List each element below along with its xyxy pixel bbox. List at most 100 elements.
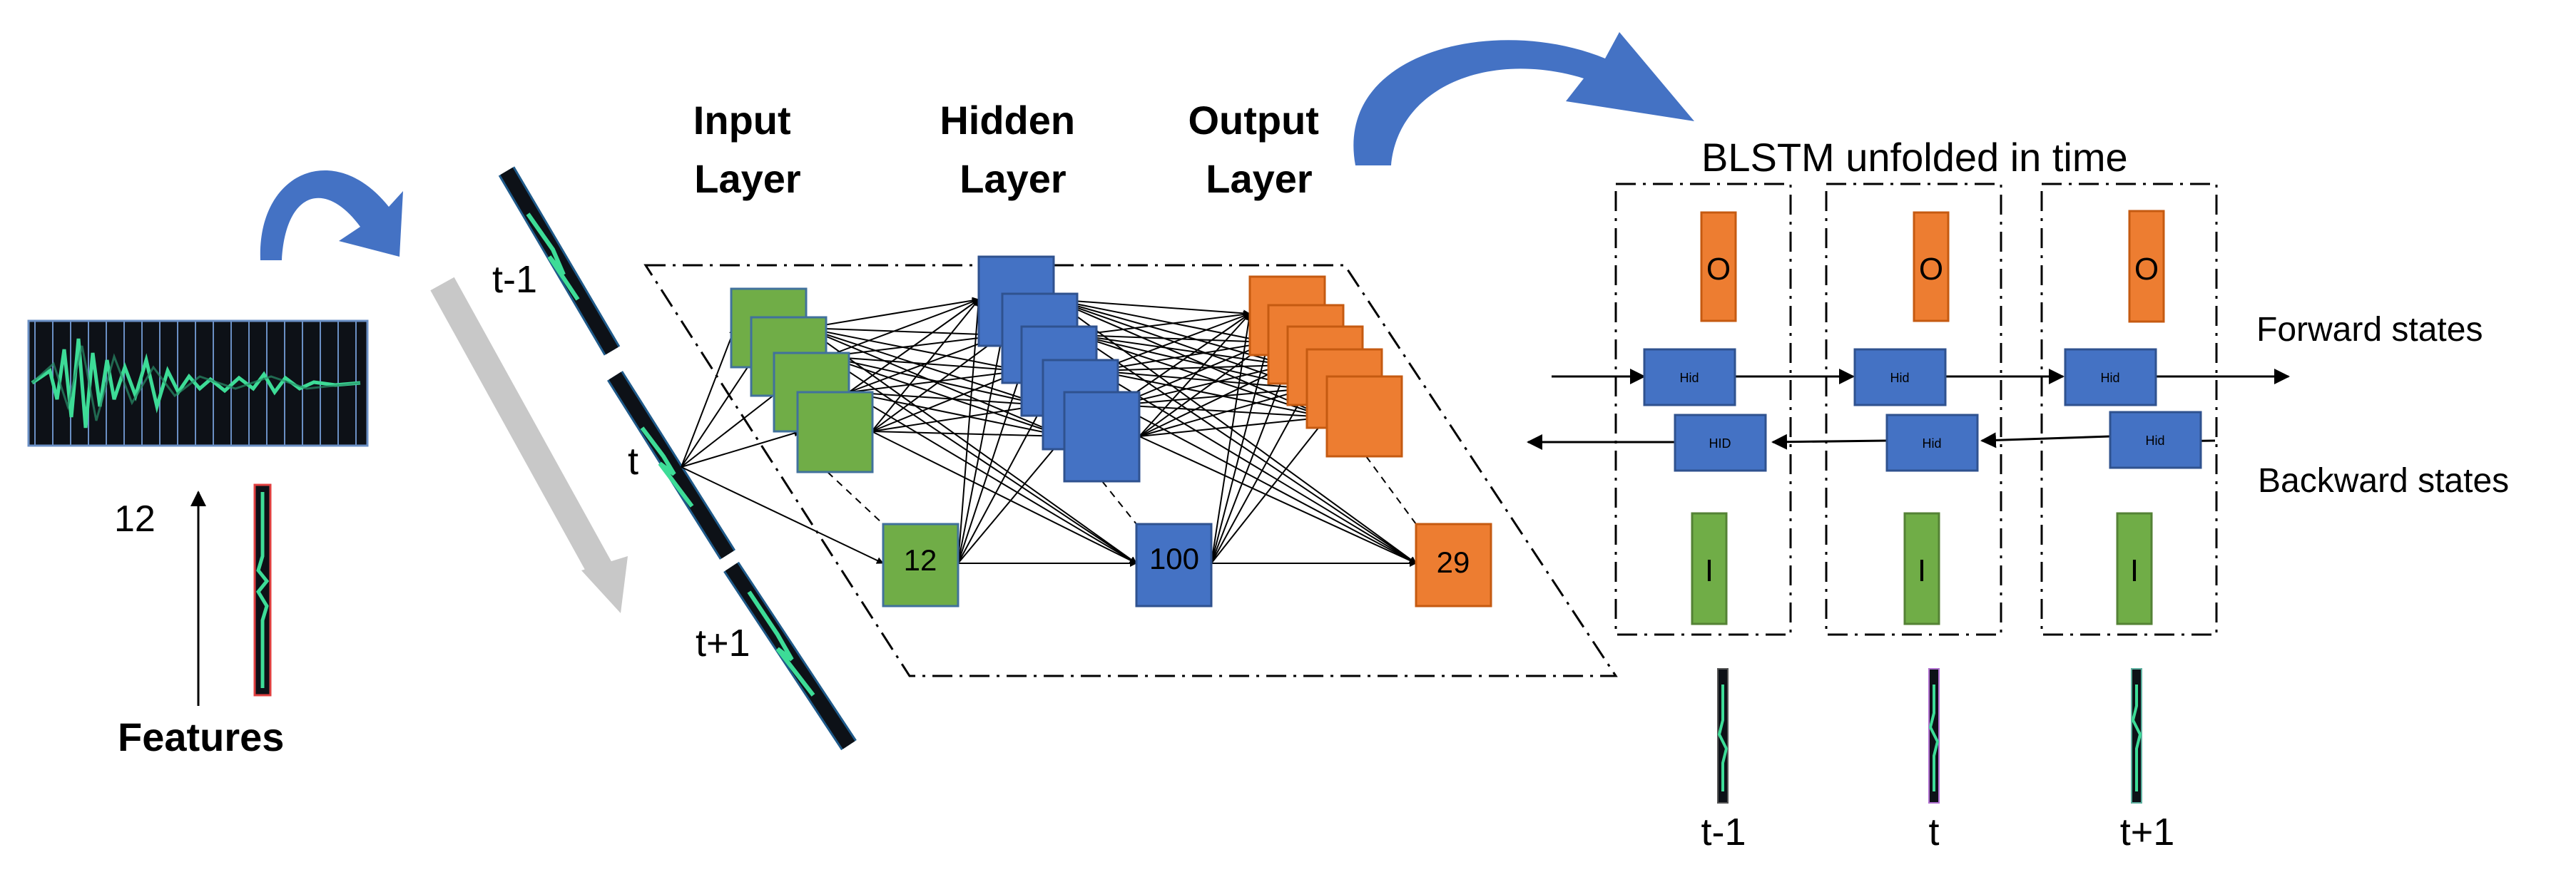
forward-hidden-cell-cur: Hid (1853, 348, 1947, 406)
curved-arrow-icon (260, 170, 403, 260)
blstm-title: BLSTM unfolded in time (1701, 135, 2128, 180)
connection-line (1117, 363, 1288, 406)
frame-strip-cur (606, 371, 736, 560)
connection-line (825, 356, 1137, 564)
connection-line (1139, 364, 1288, 437)
connection-line (1117, 385, 1308, 406)
connection-line (957, 299, 982, 564)
output-cell-next: O (2128, 210, 2165, 323)
network-connections (681, 297, 1417, 567)
svg-text:O: O (1919, 252, 1943, 287)
connection-line (1053, 299, 1288, 367)
frame-strip-prev (498, 166, 621, 356)
guide-line (827, 471, 884, 525)
connection-line (1117, 313, 1251, 406)
feature-dimension-label: 12 (114, 498, 156, 540)
connection-line (825, 298, 979, 357)
connection-line (825, 356, 1044, 407)
connection-line (1076, 334, 1417, 564)
time-label-cur: t (628, 440, 638, 483)
network-frame (643, 264, 1618, 677)
output-cell-cur: O (1913, 211, 1950, 322)
feature-vector-image (253, 483, 272, 697)
output-layer-stack (1248, 275, 1403, 458)
connection-line (1053, 299, 1308, 390)
connection-line (1053, 299, 1328, 419)
input-size-box: 12 (882, 523, 959, 607)
forward-states-label: Forward states (2256, 311, 2483, 349)
connection-line (1139, 313, 1251, 437)
input-cell-cur: I (1903, 512, 1940, 625)
blstm-frame-cur (1928, 668, 1940, 804)
connection-line (1096, 362, 1288, 371)
connection-line (1076, 334, 1288, 368)
connection-line (871, 402, 1044, 432)
time-column-next (2040, 183, 2218, 636)
network-panel: Input Layer Hidden Layer Output Layer (643, 32, 1694, 677)
output-cell-prev: O (1700, 211, 1737, 322)
backward-states-label: Backward states (2258, 462, 2509, 500)
connection-line (871, 431, 1137, 564)
connection-line (871, 299, 979, 432)
connection-line (957, 334, 1005, 564)
connection-line (957, 370, 1023, 564)
input-size-label: 12 (904, 543, 937, 577)
connection-line (957, 404, 1044, 564)
hidden-size-box: 100 (1135, 523, 1213, 607)
connection-line (1139, 342, 1269, 437)
connection-line (681, 466, 884, 564)
blstm-frame-next (2131, 668, 2142, 804)
connection-line (1117, 404, 1417, 564)
backward-hidden-cell-next: Hid (2109, 411, 2202, 469)
connection-line (1211, 313, 1253, 564)
time-column-prev (1614, 183, 1792, 636)
connection-line (805, 327, 1003, 339)
svg-text:O: O (1706, 252, 1731, 287)
connection-line (1053, 299, 1251, 317)
time-column-cur (1825, 183, 2002, 636)
connection-line (1096, 370, 1308, 392)
blstm-time-label-prev: t-1 (1701, 811, 1746, 853)
blstm-time-label-next: t+1 (2120, 811, 2175, 853)
connection-line (825, 356, 1065, 438)
connection-line (1096, 339, 1269, 371)
guide-line (1365, 456, 1417, 525)
connection-line (681, 429, 801, 468)
blstm-time-label-cur: t (1928, 811, 1939, 853)
blstm-frame-prev (1717, 668, 1729, 804)
frame-strip-next (723, 561, 857, 751)
guide-line (1101, 481, 1137, 525)
connection-line (1211, 342, 1271, 564)
time-label-prev: t-1 (492, 258, 537, 301)
backward-hidden-cell-cur: Hid (1885, 414, 1979, 472)
svg-text:Hid: Hid (2145, 434, 2164, 448)
connection-line (1211, 364, 1289, 564)
connection-line (957, 436, 1065, 564)
gray-diagonal-arrow (430, 277, 628, 613)
features-panel: 12 Features (27, 170, 403, 759)
connection-line (1211, 388, 1308, 564)
connection-line (1139, 436, 1417, 564)
connection-line (681, 327, 736, 468)
svg-text:I: I (2130, 553, 2139, 588)
connection-line (1076, 334, 1328, 419)
connection-line (848, 368, 1022, 393)
connection-line (848, 299, 979, 393)
hidden-size-label: 100 (1149, 542, 1199, 575)
blstm-panel: BLSTM unfolded in time O Hid (1527, 135, 2509, 853)
connection-line (1076, 334, 1269, 346)
output-size-box: 29 (1415, 523, 1492, 607)
connection-line (805, 327, 1137, 564)
waveform-image (27, 319, 369, 447)
hidden-layer-title: Hidden Layer (940, 98, 1086, 201)
input-cell-next: I (2116, 512, 2153, 625)
hidden-layer-stack (977, 255, 1141, 483)
connection-line (1076, 311, 1251, 336)
svg-text:I: I (1705, 553, 1714, 588)
svg-text:Hid: Hid (1922, 436, 1941, 451)
svg-text:Hid: Hid (1890, 371, 1909, 385)
svg-text:Hid: Hid (1679, 371, 1699, 385)
big-curved-arrow-icon (1353, 32, 1694, 165)
output-layer-title: Output Layer (1188, 98, 1330, 201)
